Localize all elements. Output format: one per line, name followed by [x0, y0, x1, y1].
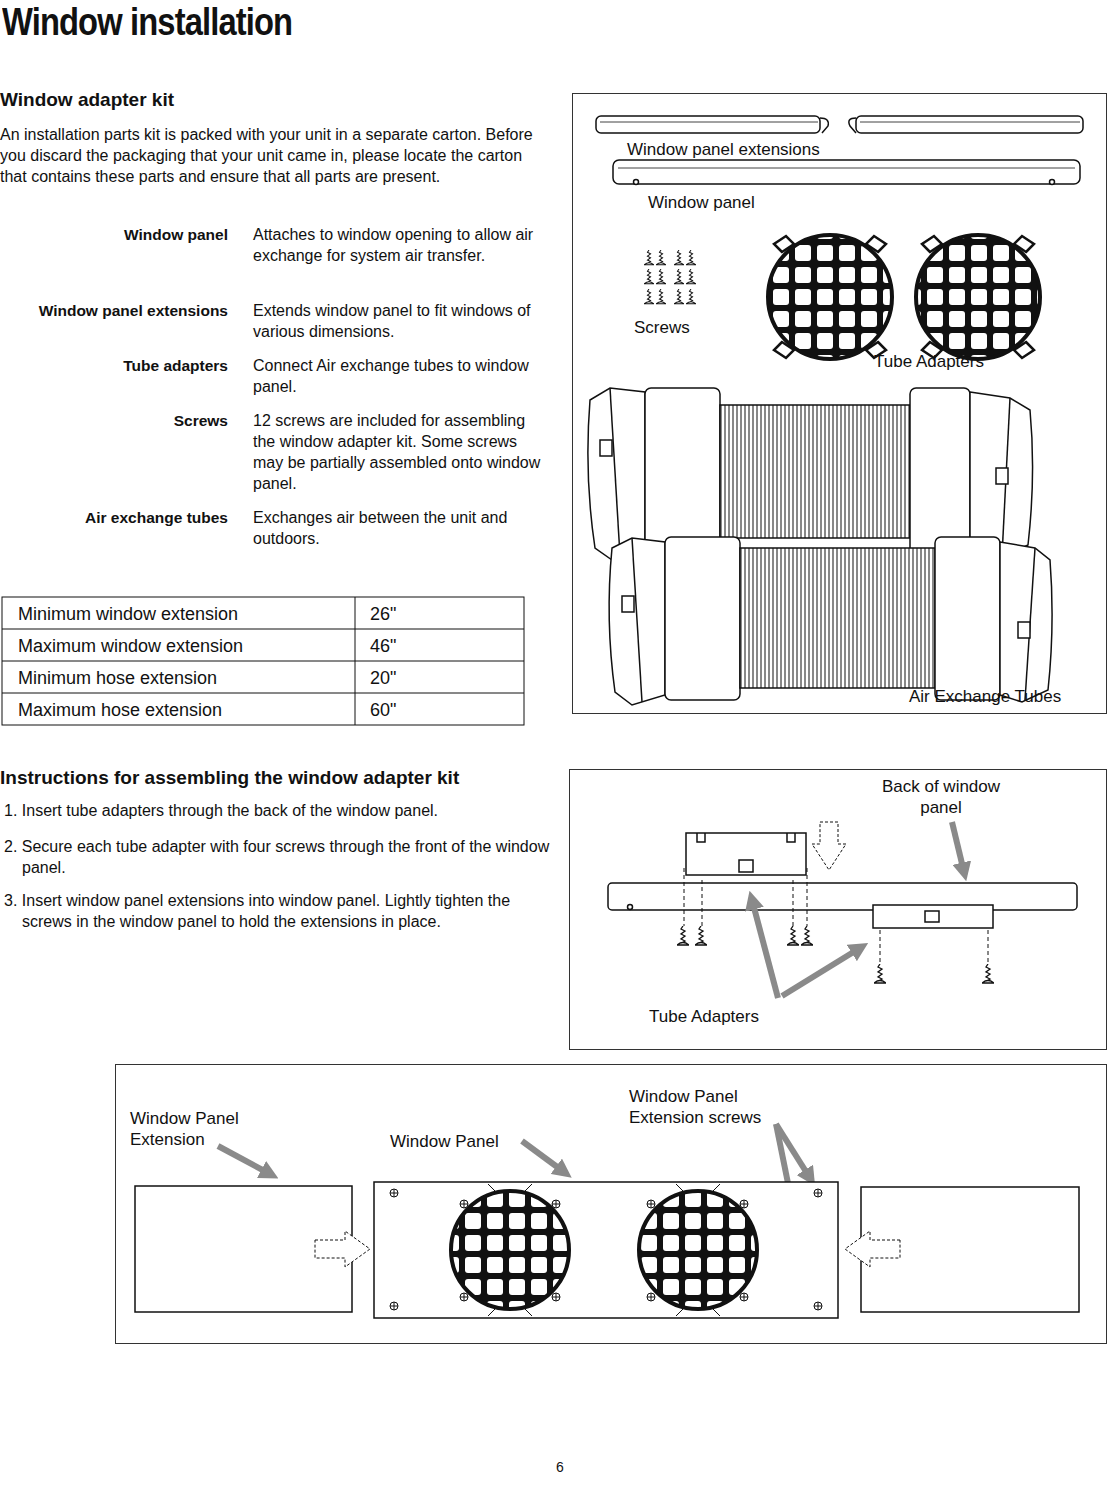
- part-term: Window panel extensions: [0, 300, 228, 321]
- part-label: Window Panel Extension screws: [629, 1086, 809, 1128]
- instruction-step: 1. Insert tube adapters through the back…: [2, 800, 550, 821]
- section-heading: Instructions for assembling the window a…: [0, 766, 570, 790]
- part-label: Back of window panel: [870, 776, 1012, 818]
- body-text: 12 screws are included for assembling th…: [253, 410, 545, 494]
- part-label: Window panel: [648, 192, 848, 213]
- assembly-side-view: [608, 822, 1077, 964]
- part-term: Screws: [0, 410, 228, 431]
- spec-table: [2, 597, 524, 725]
- figure-frame: Window Panel ExtensionWindow Panel Window…: [115, 1064, 1107, 1344]
- body-text: An installation parts kit is packed with…: [0, 124, 542, 187]
- table-cell: 60": [370, 699, 510, 721]
- panel-extensions: [596, 116, 1083, 133]
- table-cell: Minimum hose extension: [18, 667, 348, 689]
- page-number: 6: [556, 1457, 586, 1478]
- part-label: Window Panel Extension: [130, 1108, 290, 1150]
- part-label: Tube Adapters: [649, 1006, 809, 1027]
- table-cell: Maximum window extension: [18, 635, 348, 657]
- table-cell: 20": [370, 667, 510, 689]
- section-heading: Window adapter kit: [0, 88, 560, 112]
- screws: [644, 250, 695, 304]
- table-cell: 26": [370, 603, 510, 625]
- figure-frame: Window panel extensionsWindow panelScrew…: [572, 93, 1107, 714]
- part-label: Air Exchange Tubes: [909, 686, 1099, 707]
- air-exchange-tubes: [588, 388, 1052, 705]
- body-text: Connect Air exchange tubes to window pan…: [253, 355, 545, 397]
- part-term: Tube adapters: [0, 355, 228, 376]
- part-label: Tube Adapters: [874, 351, 1034, 372]
- table-cell: Minimum window extension: [18, 603, 348, 625]
- part-label: Screws: [634, 317, 734, 338]
- body-text: Extends window panel to fit windows of v…: [253, 300, 545, 342]
- instruction-step: 2. Secure each tube adapter with four sc…: [2, 836, 550, 878]
- assembly-front-view: [135, 1182, 1079, 1318]
- part-term: Air exchange tubes: [0, 507, 228, 528]
- instruction-step: 3. Insert window panel extensions into w…: [2, 890, 550, 932]
- side-view-screws: [677, 926, 994, 983]
- body-text: Exchanges air between the unit and outdo…: [253, 507, 545, 549]
- tube-adapters: [768, 235, 1040, 359]
- body-text: Attaches to window opening to allow air …: [253, 224, 545, 266]
- window-panel: [613, 160, 1080, 185]
- table-cell: 46": [370, 635, 510, 657]
- figure-frame: Back of window panelTube Adapters: [569, 769, 1107, 1050]
- page-title: Window installation: [2, 0, 292, 44]
- part-label: Window panel extensions: [627, 139, 887, 160]
- table-cell: Maximum hose extension: [18, 699, 348, 721]
- part-term: Window panel: [0, 224, 228, 245]
- part-label: Window Panel: [390, 1131, 550, 1152]
